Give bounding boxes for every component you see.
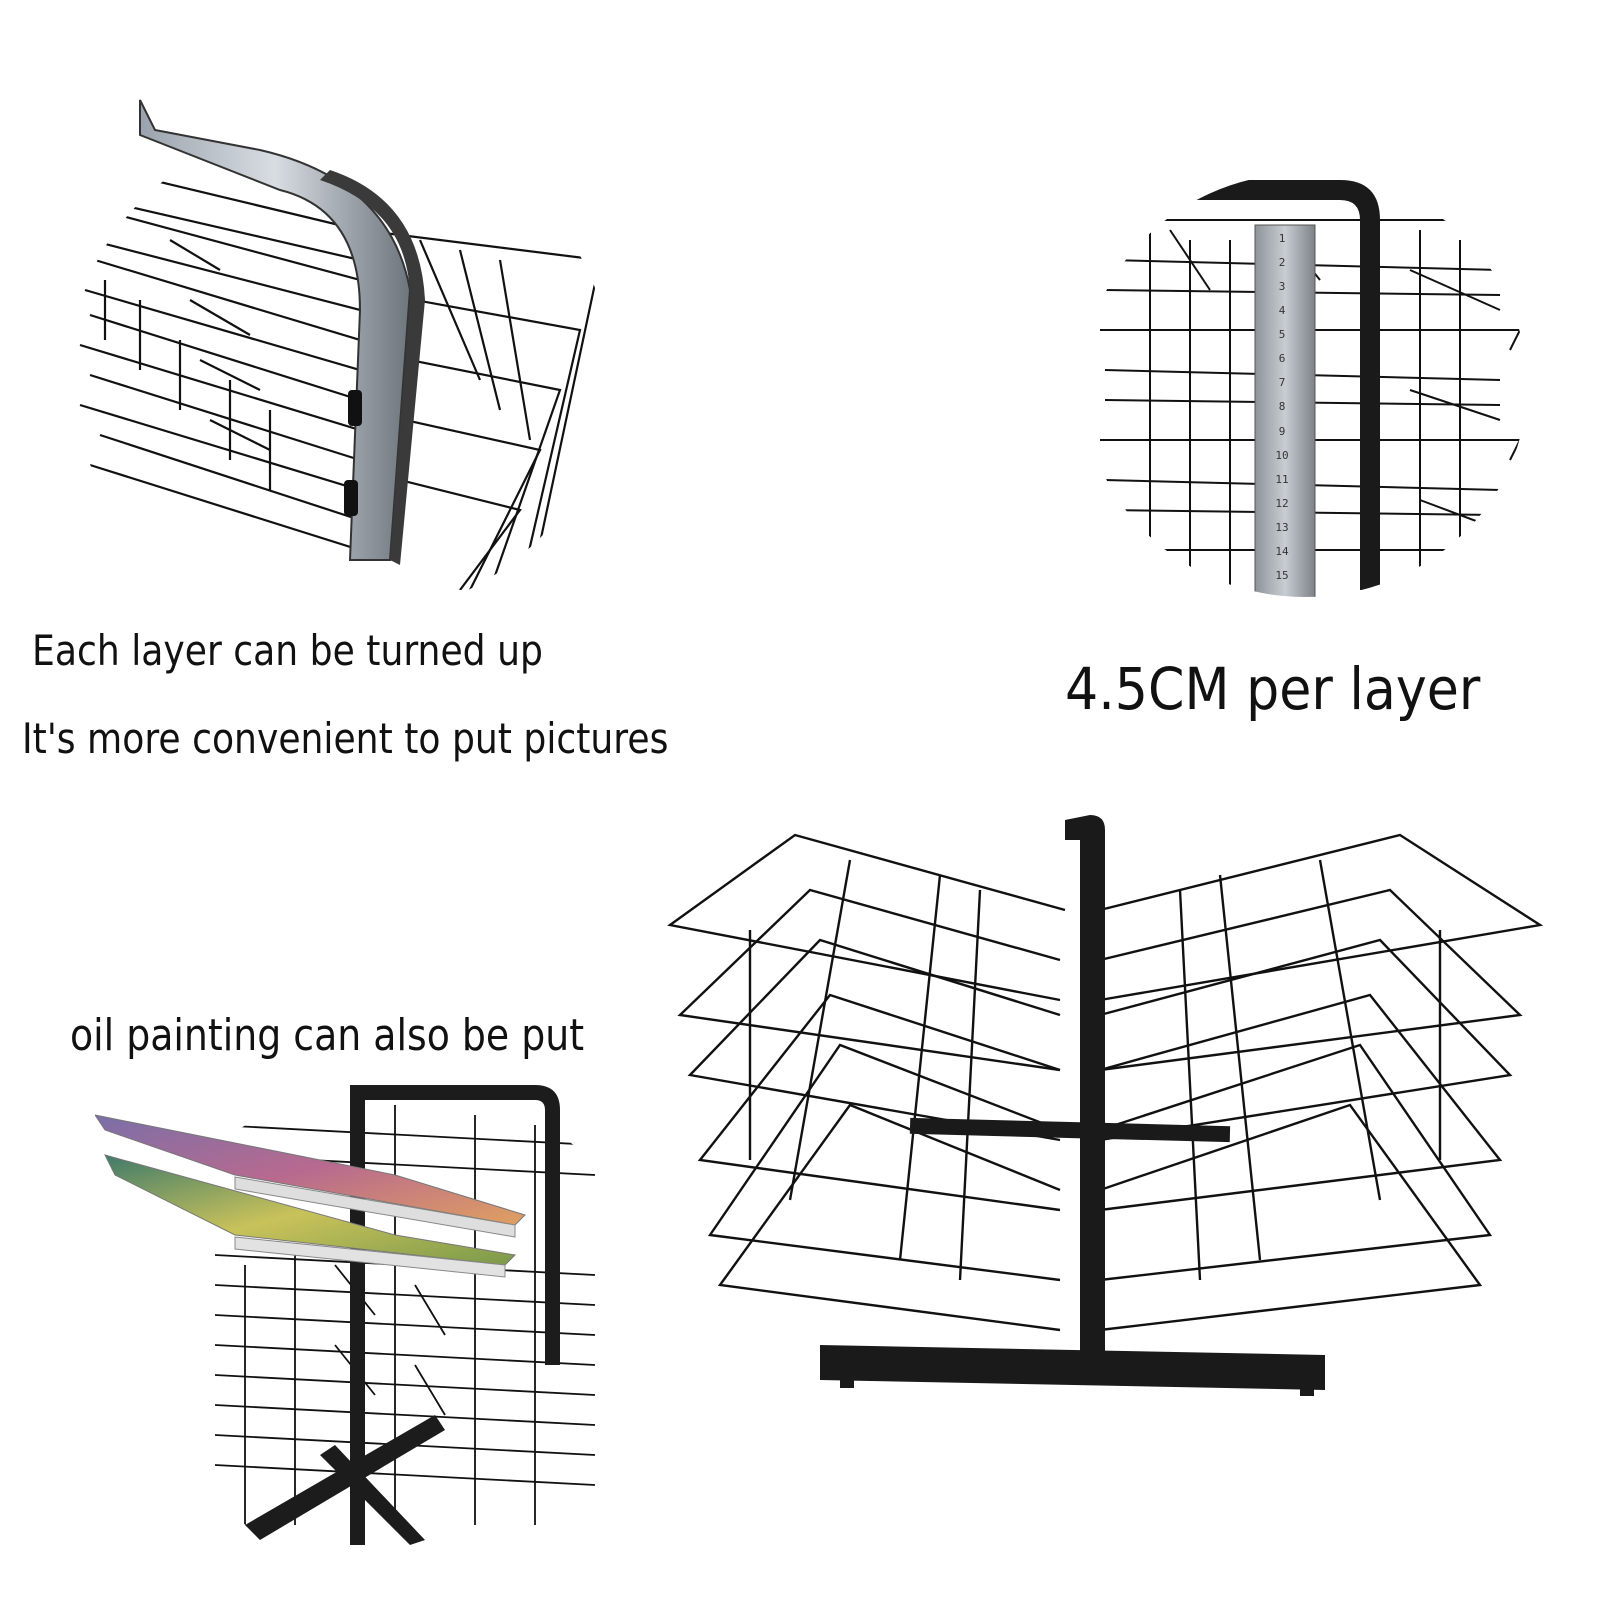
hinge-slot: [344, 480, 358, 516]
ruler-closeup-illustration: [1100, 180, 1522, 597]
hinge-slot: [348, 390, 362, 426]
steel-ruler: [1254, 224, 1316, 597]
wire-shelves: [667, 833, 1544, 1332]
ruler-mark: 2: [1278, 256, 1286, 270]
rack-base: [245, 1415, 445, 1545]
wire-grid-left: [79, 168, 362, 552]
caption-convenient: It's more convenient to put pictures: [22, 714, 669, 763]
closeup-hinge-photo: [60, 90, 620, 590]
curved-frame-bar: [139, 99, 412, 561]
ruler-mark: 4: [1278, 304, 1286, 318]
ruler-mark: 9: [1278, 424, 1286, 438]
frame-top-bar: [1120, 180, 1380, 590]
ruler-mark: 7: [1278, 376, 1286, 390]
ruler-mark: 6: [1278, 352, 1286, 366]
ruler-mark: 10: [1275, 448, 1289, 462]
ruler-measurement-photo: [1080, 170, 1530, 600]
cross-bar: [909, 1117, 1231, 1143]
rack-base-bar: [820, 1345, 1325, 1390]
full-rack-illustration: [667, 815, 1544, 1396]
caption-turned-up: Each layer can be turned up: [32, 626, 543, 675]
oil-painting-illustration: [95, 1085, 596, 1545]
ruler-mark: 14: [1275, 544, 1289, 558]
oil-painting-rack-photo: [95, 1085, 615, 1545]
hinge-closeup-illustration: [79, 99, 602, 590]
ruler-mark: 11: [1275, 472, 1289, 486]
ruler-mark: 5: [1278, 328, 1286, 342]
ruler-mark: 13: [1275, 520, 1289, 534]
ruler-numbers: 1 2 3 4 5 6 7 8 9 10 11 12 13 14 15: [1262, 232, 1302, 582]
ruler-mark: 12: [1275, 496, 1289, 510]
ruler-mark: 15: [1275, 568, 1289, 582]
full-rack-photo: [660, 800, 1560, 1440]
ruler-mark: 3: [1278, 280, 1286, 294]
center-post: [1065, 815, 1105, 1355]
caption-layer-spacing: 4.5CM per layer: [1065, 655, 1481, 723]
ruler-mark: 1: [1278, 232, 1286, 245]
ruler-mark: 8: [1278, 400, 1286, 414]
caption-oil-painting: oil painting can also be put: [70, 1010, 585, 1061]
rack-frame: [350, 1085, 560, 1545]
